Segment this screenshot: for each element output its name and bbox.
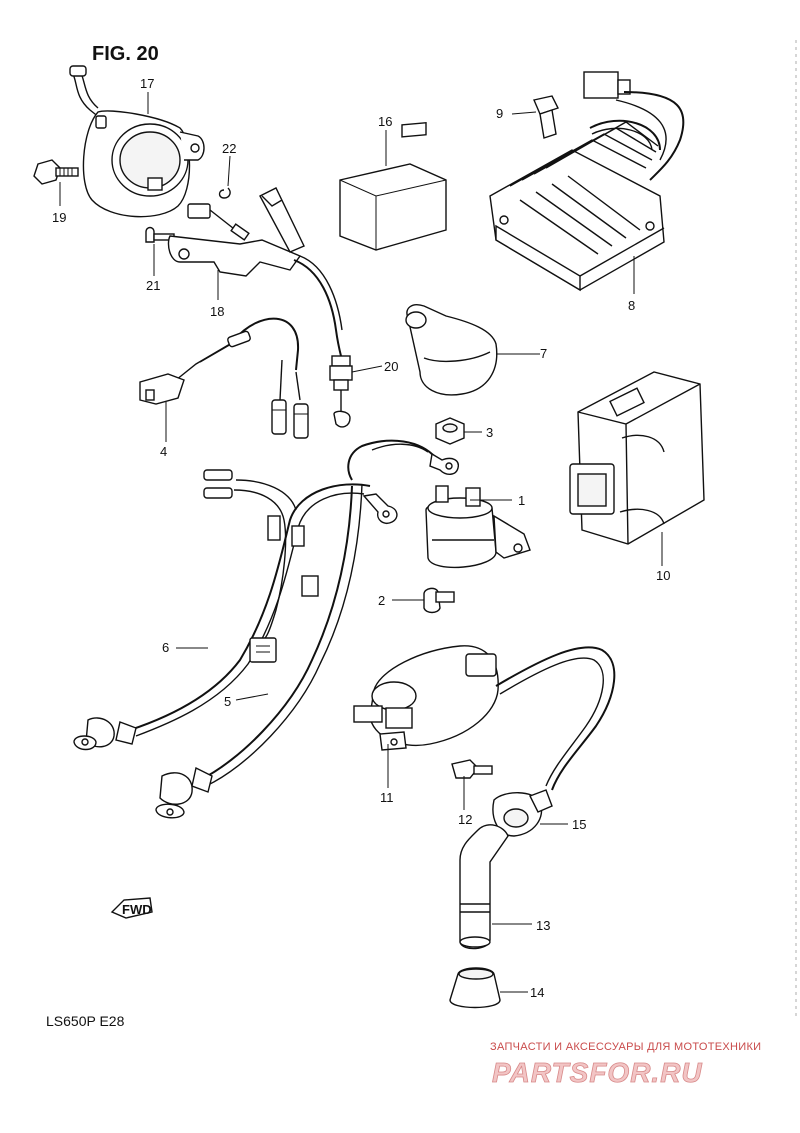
callout-16: 16 (378, 114, 392, 129)
part-13-plug-cap[interactable] (459, 824, 509, 950)
callout-21: 21 (146, 278, 160, 293)
watermark-tagline: ЗАПЧАСТИ И АКСЕССУАРЫ ДЛЯ МОТОТЕХНИКИ (490, 1041, 761, 1053)
callout-6: 6 (162, 640, 169, 655)
hightension-lead[interactable] (495, 646, 616, 791)
part-19-bolt[interactable] (33, 159, 79, 185)
callout-8: 8 (628, 298, 635, 313)
part-22-clip[interactable] (218, 187, 231, 199)
forward-arrow-icon: FWD (110, 897, 153, 919)
watermark-logo: PARTSFOR.RU (492, 1057, 703, 1088)
callout-14: 14 (530, 985, 544, 1000)
part-7-boot[interactable] (405, 304, 498, 396)
part-9-bolt[interactable] (533, 95, 559, 139)
callout-22: 22 (222, 141, 236, 156)
part-12-bolt[interactable] (451, 759, 493, 779)
part-14-cover[interactable] (449, 967, 501, 1009)
part-18-bracket[interactable] (167, 187, 353, 428)
callout-5: 5 (224, 694, 231, 709)
callout-15: 15 (572, 817, 586, 832)
callout-12: 12 (458, 812, 472, 827)
part-10-cdi[interactable] (569, 371, 705, 545)
callout-3: 3 (486, 425, 493, 440)
callout-19: 19 (52, 210, 66, 225)
callout-1: 1 (518, 493, 525, 508)
callout-2: 2 (378, 593, 385, 608)
part-2-bolt[interactable] (423, 587, 455, 614)
part-11-ignition-coil[interactable] (353, 645, 499, 751)
part-15-grommet[interactable] (492, 789, 553, 837)
watermark: ЗАПЧАСТИ И АКСЕССУАРЫ ДЛЯ МОТОТЕХНИКИ PA… (490, 1041, 761, 1088)
part-16-relay[interactable] (339, 121, 447, 251)
callout-17: 17 (140, 76, 154, 91)
part-21-screw[interactable] (145, 226, 175, 243)
callout-9: 9 (496, 106, 503, 121)
part-3-nut[interactable] (435, 417, 465, 445)
callout-4: 4 (160, 444, 167, 459)
callout-11: 11 (380, 790, 394, 805)
wiring-harness[interactable] (203, 469, 319, 663)
callout-10: 10 (656, 568, 670, 583)
leader-lines (59, 92, 663, 993)
callout-7: 7 (540, 346, 547, 361)
part-17-horn[interactable] (69, 65, 205, 218)
forward-label: FWD (122, 902, 152, 917)
callout-13: 13 (536, 918, 550, 933)
part-5-lead[interactable] (155, 483, 363, 819)
part-1-starter-relay[interactable] (425, 485, 531, 569)
callout-labels: 17 22 19 21 18 16 9 8 7 3 1 10 4 20 2 6 … (52, 76, 670, 1000)
part-4-lead[interactable] (139, 317, 309, 439)
model-code: LS650P E28 (46, 1013, 125, 1029)
part-6-lead[interactable] (73, 483, 398, 751)
figure-title: FIG. 20 (92, 43, 159, 65)
relay-cable[interactable] (347, 439, 459, 481)
callout-20: 20 (384, 359, 398, 374)
part-8-regulator[interactable] (489, 71, 685, 292)
callout-18: 18 (210, 304, 224, 319)
